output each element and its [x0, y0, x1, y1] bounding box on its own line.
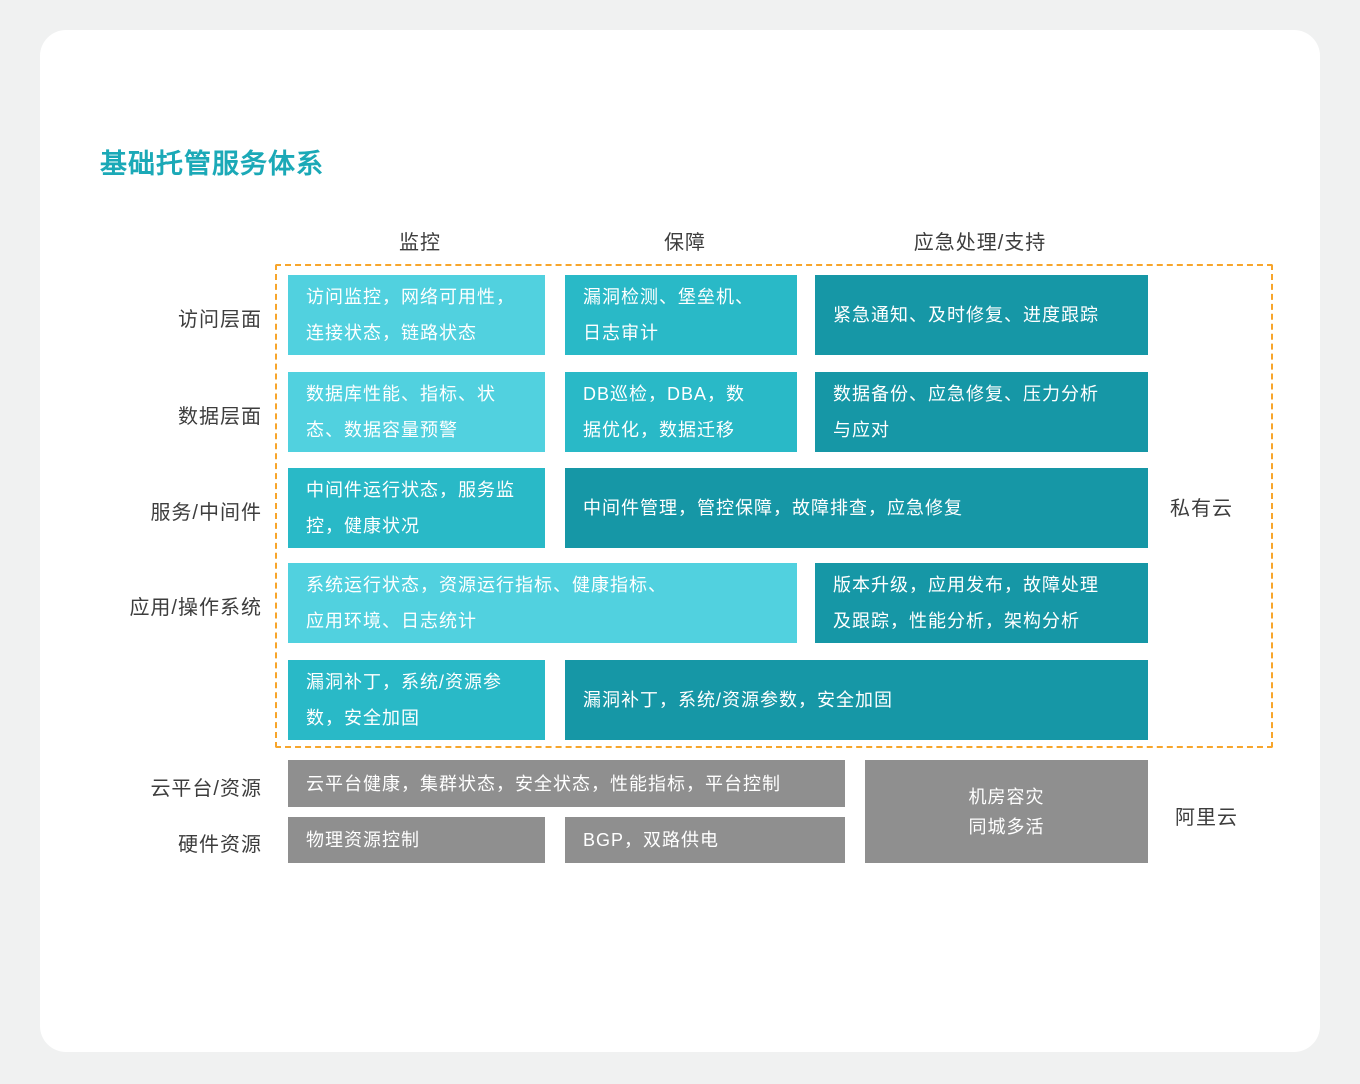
cell-middleware-management: 中间件管理，管控保障，故障排查，应急修复 — [565, 468, 1148, 548]
page-title: 基础托管服务体系 — [100, 149, 324, 179]
cell-physical-resource: 物理资源控制 — [288, 817, 545, 863]
cell-cloud-platform: 云平台健康，集群状态，安全状态，性能指标，平台控制 — [288, 760, 845, 807]
cell-data-monitoring: 数据库性能、指标、状 态、数据容量预警 — [288, 372, 545, 452]
row-label-data-layer: 数据层面 — [178, 406, 262, 428]
cell-access-assurance: 漏洞检测、堡垒机、 日志审计 — [565, 275, 797, 355]
cell-middleware-monitoring: 中间件运行状态，服务监 控，健康状况 — [288, 468, 545, 548]
row-label-hardware-resource: 硬件资源 — [178, 834, 262, 856]
private-cloud-boundary — [275, 264, 1273, 748]
column-header-emergency-support: 应急处理/支持 — [913, 232, 1047, 254]
cell-system-monitoring: 系统运行状态，资源运行指标、健康指标、 应用环境、日志统计 — [288, 563, 797, 643]
row-label-access-layer: 访问层面 — [178, 309, 262, 331]
zone-label-private-cloud: 私有云 — [1170, 498, 1233, 520]
column-header-monitoring: 监控 — [399, 232, 441, 254]
cell-access-emergency: 紧急通知、及时修复、进度跟踪 — [815, 275, 1148, 355]
cell-power-network: BGP，双路供电 — [565, 817, 845, 863]
cell-access-monitoring: 访问监控，网络可用性， 连接状态，链路状态 — [288, 275, 545, 355]
zone-label-ali-cloud: 阿里云 — [1175, 807, 1238, 829]
row-label-app-os: 应用/操作系统 — [129, 597, 262, 619]
cell-data-emergency: 数据备份、应急修复、压力分析 与应对 — [815, 372, 1148, 452]
cell-data-assurance: DB巡检，DBA，数 据优化，数据迁移 — [565, 372, 797, 452]
cell-datacenter-disaster-recovery: 机房容灾 同城多活 — [865, 760, 1148, 863]
cell-patch-management: 漏洞补丁，系统/资源参数，安全加固 — [565, 660, 1148, 740]
cell-system-emergency: 版本升级，应用发布，故障处理 及跟踪，性能分析，架构分析 — [815, 563, 1148, 643]
cell-patch-monitoring: 漏洞补丁，系统/资源参 数，安全加固 — [288, 660, 545, 740]
row-label-cloud-platform-resource: 云平台/资源 — [150, 778, 262, 800]
row-label-service-middleware: 服务/中间件 — [150, 502, 262, 524]
column-header-assurance: 保障 — [664, 232, 706, 254]
